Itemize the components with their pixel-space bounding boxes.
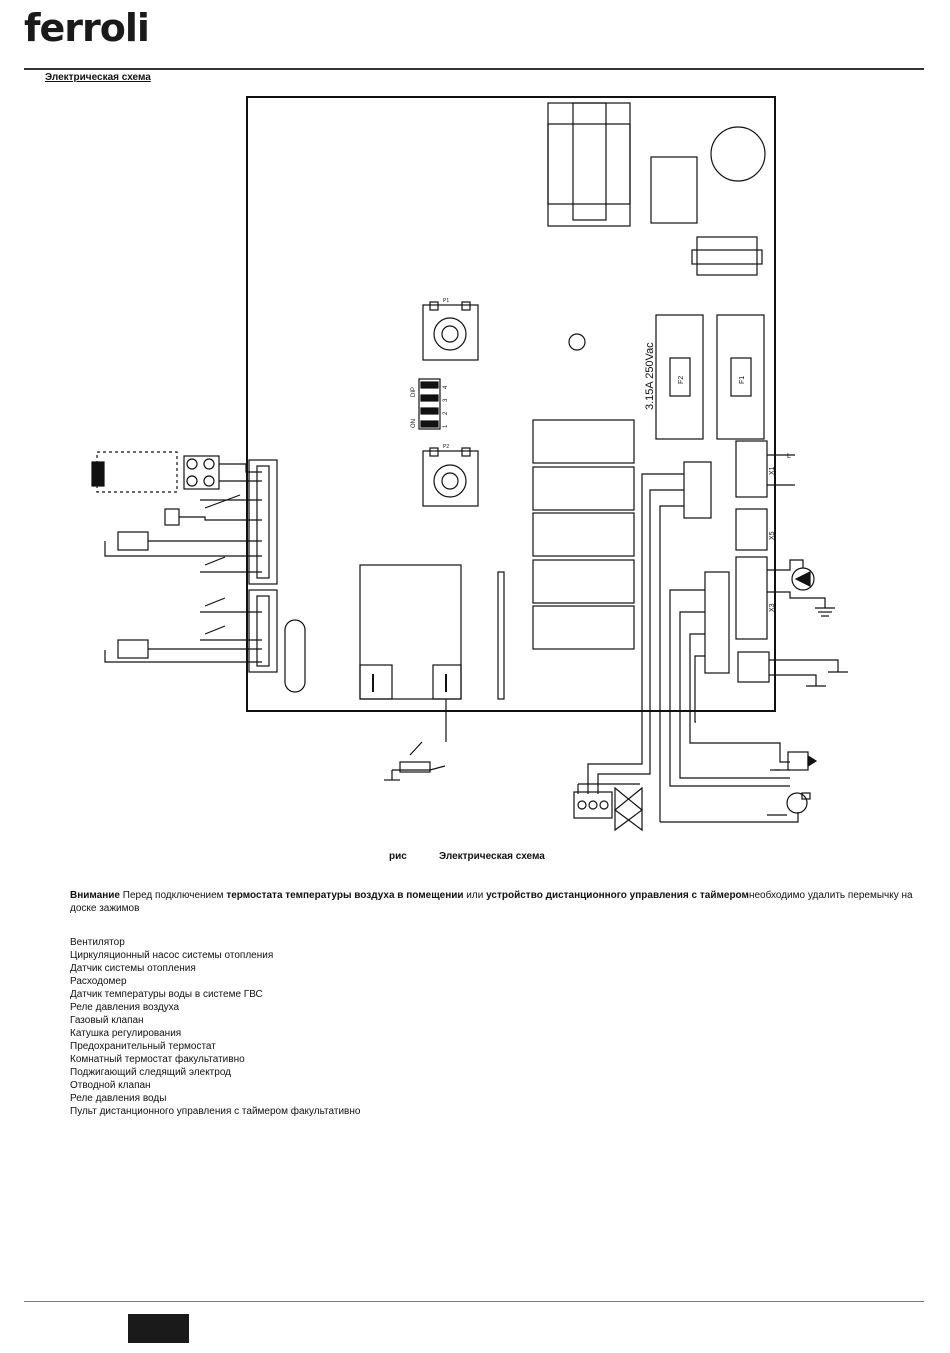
- page-number-tab: [128, 1314, 189, 1343]
- legend-item: Расходомер: [70, 976, 127, 987]
- p2-label: P2: [443, 444, 449, 450]
- svg-text:F2: F2: [678, 376, 685, 384]
- fan: [786, 792, 811, 814]
- figure-caption: Электрическая схема: [439, 851, 545, 862]
- component-legend: Вентилятор Циркуляционный насос системы …: [70, 936, 360, 1118]
- fuse-rating: 3.15A 250Vac: [644, 342, 656, 410]
- on-label: ON: [411, 419, 417, 428]
- connector-x5: X5: [735, 508, 776, 551]
- relay-block-top: [650, 156, 698, 224]
- connector-x1: X1 L: [735, 440, 791, 498]
- led-indicator: [568, 333, 586, 351]
- relay-4: [532, 559, 635, 604]
- potentiometer-p1: P1: [422, 298, 479, 361]
- connector-ground: [737, 651, 770, 683]
- connector-x3: X3: [735, 556, 776, 640]
- optional-device-dashed: [96, 451, 178, 493]
- left-connector-upper: [248, 459, 278, 585]
- figure-number: рис: [389, 851, 407, 862]
- control-board: [246, 96, 776, 712]
- legend-item: Газовый клапан: [70, 1015, 144, 1026]
- svg-text:F1: F1: [739, 376, 746, 384]
- remote-control-icon: [91, 461, 105, 487]
- fuse-f1: F1: [716, 314, 765, 440]
- legend-item: Реле давления воды: [70, 1093, 167, 1104]
- legend-item: Датчик системы отопления: [70, 963, 196, 974]
- air-pressure-switch: [164, 508, 180, 526]
- transformer: [547, 102, 631, 227]
- legend-item: Датчик температуры воды в системе ГВС: [70, 989, 263, 1000]
- left-connector-lower: [248, 589, 278, 673]
- footer-divider: [24, 1301, 924, 1302]
- svg-text:X1: X1: [769, 466, 776, 475]
- dip-number-1: 1: [443, 424, 449, 428]
- phase-label: L: [787, 453, 791, 460]
- circulation-pump: [791, 567, 815, 591]
- potentiometer-p2: P2: [422, 444, 479, 507]
- legend-item: Предохранительный термостат: [70, 1041, 216, 1052]
- relay-5: [532, 605, 635, 650]
- legend-item: Пульт дистанционного управления с таймер…: [70, 1106, 361, 1117]
- connector-flow: [704, 571, 730, 674]
- legend-item: Реле давления воздуха: [70, 1002, 180, 1013]
- ignition-electrode: [384, 699, 447, 781]
- p1-label: P1: [443, 298, 449, 304]
- warning-note: Внимание Перед подключением термостата т…: [70, 890, 913, 914]
- buzzer-circle: [710, 126, 766, 182]
- dip-number-3: 3: [443, 398, 449, 402]
- legend-item: Отводной клапан: [70, 1080, 151, 1091]
- warning-lead: Внимание: [70, 890, 120, 901]
- diverter-valve: [573, 786, 643, 832]
- terminal-block: [183, 455, 220, 490]
- header-divider: [24, 68, 924, 70]
- section-title: Электрическая схема: [45, 72, 151, 83]
- sensor-box-1: [117, 531, 149, 551]
- oval-component: [284, 619, 306, 693]
- legend-item: Поджигающий следящий электрод: [70, 1067, 231, 1078]
- dip-number-2: 2: [443, 411, 449, 415]
- fuse-f2: F2: [655, 314, 704, 440]
- legend-item: Вентилятор: [70, 937, 125, 948]
- relay-2: [532, 466, 635, 511]
- ignition-transformer: [359, 564, 462, 700]
- dip-label: DIP: [411, 387, 417, 397]
- svg-text:X3: X3: [769, 603, 776, 612]
- relay-3: [532, 512, 635, 557]
- legend-item: Комнатный термостат факультативно: [70, 1054, 245, 1065]
- legend-item: Катушка регулирования: [70, 1028, 182, 1039]
- legend-item: Циркуляционный насос системы отопления: [70, 950, 274, 961]
- fuse-holder-top: [691, 236, 763, 276]
- connector-center: [683, 461, 712, 519]
- sensor-box-2: [117, 639, 149, 659]
- gas-valve: [787, 751, 818, 771]
- ferroli-logo: ferroli: [24, 6, 150, 50]
- heatsink-bar: [497, 571, 505, 700]
- dip-switch: DIP ON 1 2 3 4: [411, 378, 449, 430]
- relay-1: [532, 419, 635, 464]
- svg-text:X5: X5: [769, 531, 776, 540]
- dip-number-4: 4: [443, 385, 449, 389]
